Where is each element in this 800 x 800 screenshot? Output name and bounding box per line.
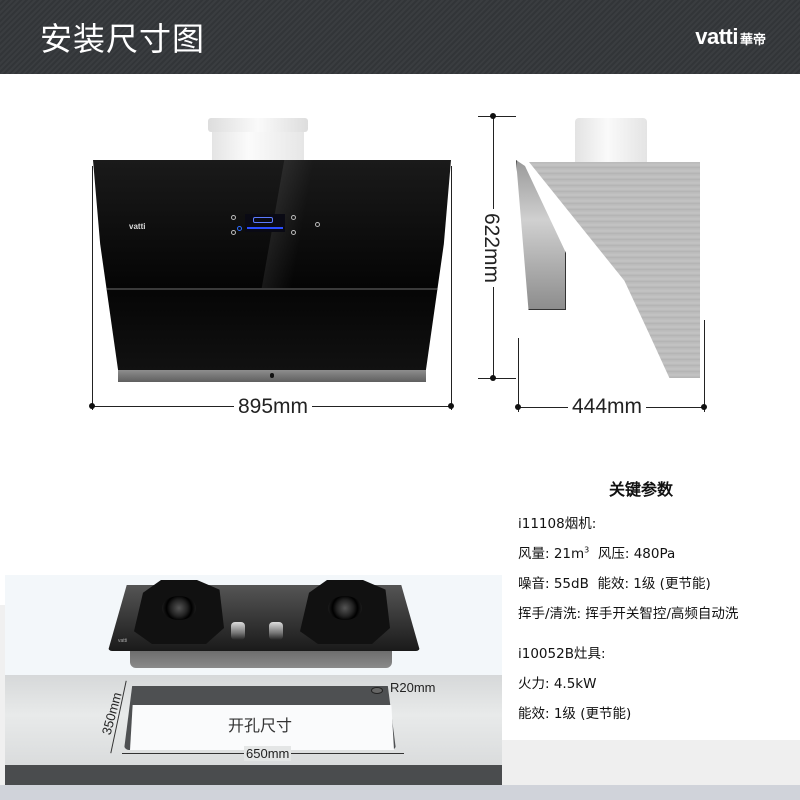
dimension-line — [478, 116, 516, 117]
light-icon — [315, 222, 320, 227]
control-icon — [291, 230, 296, 235]
hood-brand-text: vatti — [129, 222, 146, 231]
control-icon — [231, 215, 236, 220]
specs-heading: 关键参数 — [608, 480, 673, 499]
features-row: 挥手/清洗: 挥手开关智控/高频自动洗 — [518, 606, 739, 622]
brand-logo-cn: 華帝 — [739, 33, 766, 48]
airflow-value: 风量: 21m — [518, 546, 585, 562]
side-duct-image — [575, 118, 647, 164]
stove-efficiency-value: 能效: 1级 (更节能) — [518, 706, 632, 722]
dimension-line — [518, 338, 519, 412]
power-value: 火力: 4.5kW — [518, 676, 597, 692]
radius-marker-icon — [371, 687, 383, 694]
dimension-line — [704, 320, 705, 412]
cutout-opening — [130, 705, 394, 750]
noise-efficiency-row: 噪音: 55dB 能效: 1级 (更节能) — [518, 572, 711, 592]
countertop-edge — [5, 765, 502, 785]
dimension-line — [478, 378, 516, 379]
knob-left — [231, 622, 245, 640]
burner-right — [300, 580, 390, 644]
height-dimension-label: 622mm — [479, 208, 504, 288]
hood-display — [245, 214, 285, 232]
cutout-width-label: 650mm — [244, 746, 292, 761]
airflow-pressure-row: 风量: 21m3 风压: 480Pa — [518, 545, 676, 563]
hood-trim — [118, 370, 426, 382]
hood-efficiency-value: 能效: 1级 (更节能) — [597, 576, 711, 592]
dimension-line — [92, 166, 93, 410]
hood-model: i11108烟机: — [518, 516, 597, 532]
radius-label: R20mm — [390, 680, 436, 695]
control-icon — [291, 215, 296, 220]
burner-left — [134, 580, 224, 644]
brand-logo: vatti 華帝 — [695, 24, 766, 50]
cooktop-base — [130, 650, 392, 668]
hood-duct-image — [208, 118, 308, 162]
hood-front-panel: vatti — [93, 160, 451, 370]
brand-logo-en: vatti — [695, 24, 738, 49]
header-bar: 安装尺寸图 vatti 華帝 — [0, 0, 800, 74]
power-button-icon — [237, 226, 242, 231]
cutout-label: 开孔尺寸 — [228, 716, 293, 735]
noise-value: 噪音: 55dB — [518, 576, 589, 592]
page-title: 安装尺寸图 — [40, 20, 206, 58]
dimension-line — [451, 166, 452, 410]
depth-dimension-label: 444mm — [568, 395, 647, 419]
stove-model: i10052B灶具: — [518, 646, 606, 662]
control-icon — [231, 230, 236, 235]
pressure-value: 风压: 480Pa — [597, 546, 676, 562]
panel-seam — [93, 288, 451, 290]
width-dimension-label: 895mm — [234, 395, 313, 419]
knob-right — [269, 622, 283, 640]
cooktop-brand-text: vatti — [118, 638, 128, 644]
specs-panel: 关键参数 i11108烟机: 风量: 21m3 风压: 480Pa 噪音: 55… — [502, 462, 780, 740]
